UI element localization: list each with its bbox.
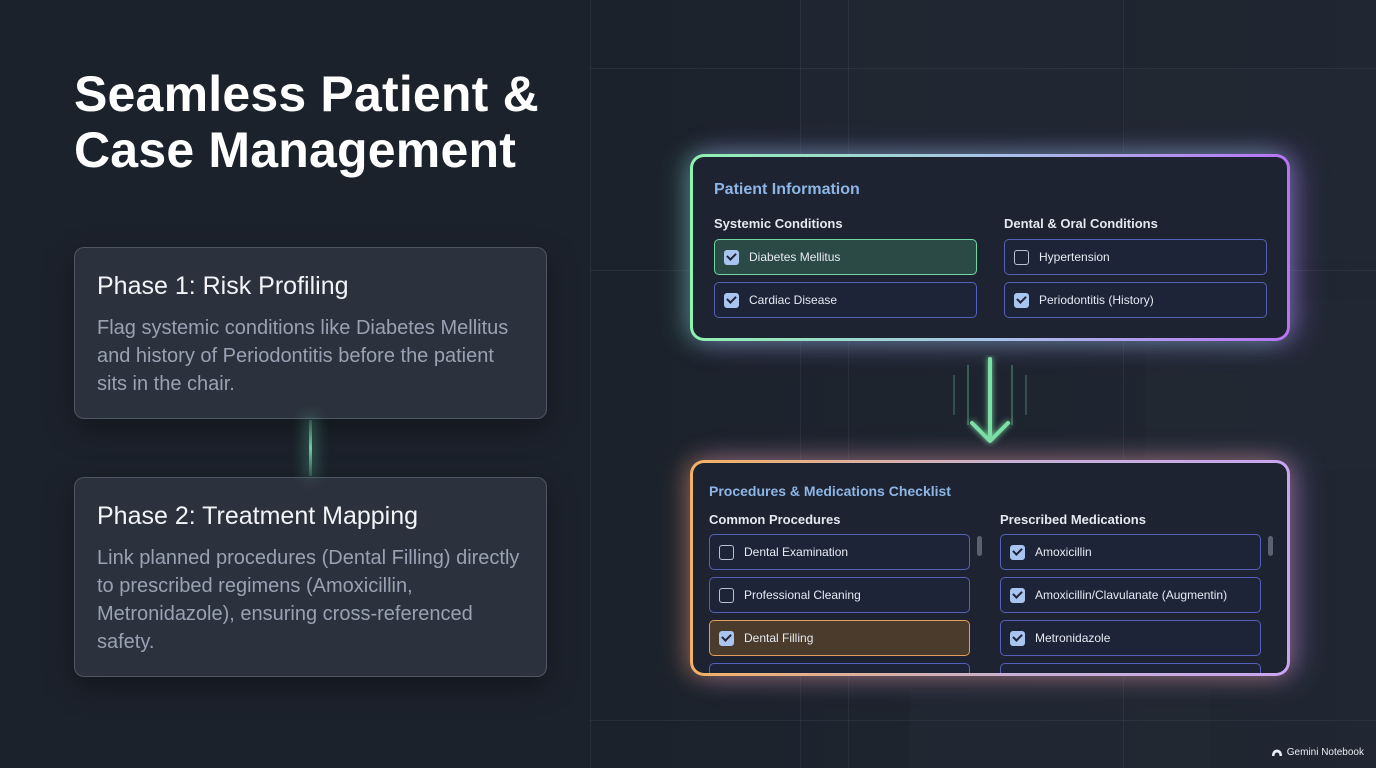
phase-description: Link planned procedures (Dental Filling)…: [97, 547, 520, 653]
background-gridline: [590, 720, 1376, 721]
slide-title-line1: Seamless Patient &: [74, 66, 539, 122]
slide-title: Seamless Patient & Case Management: [74, 66, 594, 178]
column-heading-dental-oral: Dental & Oral Conditions: [1004, 216, 1158, 231]
checkbox-row-partial[interactable]: [1000, 663, 1261, 673]
checkbox[interactable]: [1010, 587, 1025, 603]
checkbox[interactable]: [1014, 249, 1029, 265]
background-gridline: [590, 68, 1376, 69]
checkbox[interactable]: [719, 630, 734, 646]
phase-description: Flag systemic conditions like Diabetes M…: [97, 317, 509, 395]
checkbox-row-diabetes-mellitus[interactable]: Diabetes Mellitus: [714, 239, 977, 275]
phase-card-2: Phase 2: Treatment Mapping Link planned …: [74, 477, 547, 677]
checkbox-label: Hypertension: [1039, 250, 1110, 264]
checkbox-label: Professional Cleaning: [744, 588, 861, 602]
checkbox-label: Periodontitis (History): [1039, 293, 1154, 307]
checkbox-row-partial[interactable]: [709, 663, 970, 673]
checkbox-label: Amoxicillin/Clavulanate (Augmentin): [1035, 588, 1228, 602]
phase-connector: [309, 420, 312, 476]
phase-title: Phase 2: Treatment Mapping: [97, 502, 419, 530]
phase-card-1: Phase 1: Risk Profiling Flag systemic co…: [74, 247, 547, 419]
gemini-notebook-icon: [1271, 749, 1282, 756]
checkbox-row-dental-examination[interactable]: Dental Examination: [709, 534, 970, 570]
checkbox[interactable]: [1010, 544, 1025, 560]
checkbox-label: Dental Examination: [744, 545, 849, 559]
checkbox-label: Amoxicillin: [1035, 545, 1092, 559]
procedures-medications-panel: Procedures & Medications Checklist Commo…: [690, 460, 1290, 676]
patient-information-panel: Patient Information Systemic Conditions …: [690, 154, 1290, 341]
background-block: [800, 0, 1120, 130]
checkbox-row-cardiac-disease[interactable]: Cardiac Disease: [714, 282, 977, 318]
slide-title-line2: Case Management: [74, 122, 517, 178]
checkbox-row-professional-cleaning[interactable]: Professional Cleaning: [709, 577, 970, 613]
checkbox[interactable]: [719, 587, 734, 603]
checkbox-row-dental-filling[interactable]: Dental Filling: [709, 620, 970, 656]
checkbox-label: Metronidazole: [1035, 631, 1111, 645]
checkbox[interactable]: [1014, 292, 1029, 308]
watermark-label: Gemini Notebook: [1286, 747, 1364, 758]
checkbox[interactable]: [719, 544, 734, 560]
checkbox[interactable]: [1010, 630, 1025, 646]
column-heading-systemic: Systemic Conditions: [714, 216, 843, 231]
checkbox-row-amoxicillin[interactable]: Amoxicillin: [1000, 534, 1261, 570]
checkbox-row-augmentin[interactable]: Amoxicillin/Clavulanate (Augmentin): [1000, 577, 1261, 613]
watermark: Gemini Notebook: [1271, 747, 1364, 758]
phase-title: Phase 1: Risk Profiling: [97, 272, 349, 300]
checkbox[interactable]: [724, 249, 739, 265]
background-block: [910, 690, 1210, 768]
checkbox-label: Cardiac Disease: [749, 293, 838, 307]
checkbox[interactable]: [724, 292, 739, 308]
checkbox-row-hypertension[interactable]: Hypertension: [1004, 239, 1267, 275]
checkbox-label: Dental Filling: [744, 631, 814, 645]
column-heading-medications: Prescribed Medications: [1000, 512, 1146, 527]
checkbox-row-metronidazole[interactable]: Metronidazole: [1000, 620, 1261, 656]
column-heading-procedures: Common Procedures: [709, 512, 841, 527]
procedures-scrollbar[interactable]: [977, 536, 982, 556]
panel-title: Patient Information: [714, 181, 860, 198]
panel-title: Procedures & Medications Checklist: [709, 483, 951, 499]
checkbox-row-periodontitis-history[interactable]: Periodontitis (History): [1004, 282, 1267, 318]
down-arrow-icon: [950, 355, 1030, 447]
checkbox-label: Diabetes Mellitus: [749, 250, 841, 264]
medications-scrollbar[interactable]: [1268, 536, 1273, 556]
